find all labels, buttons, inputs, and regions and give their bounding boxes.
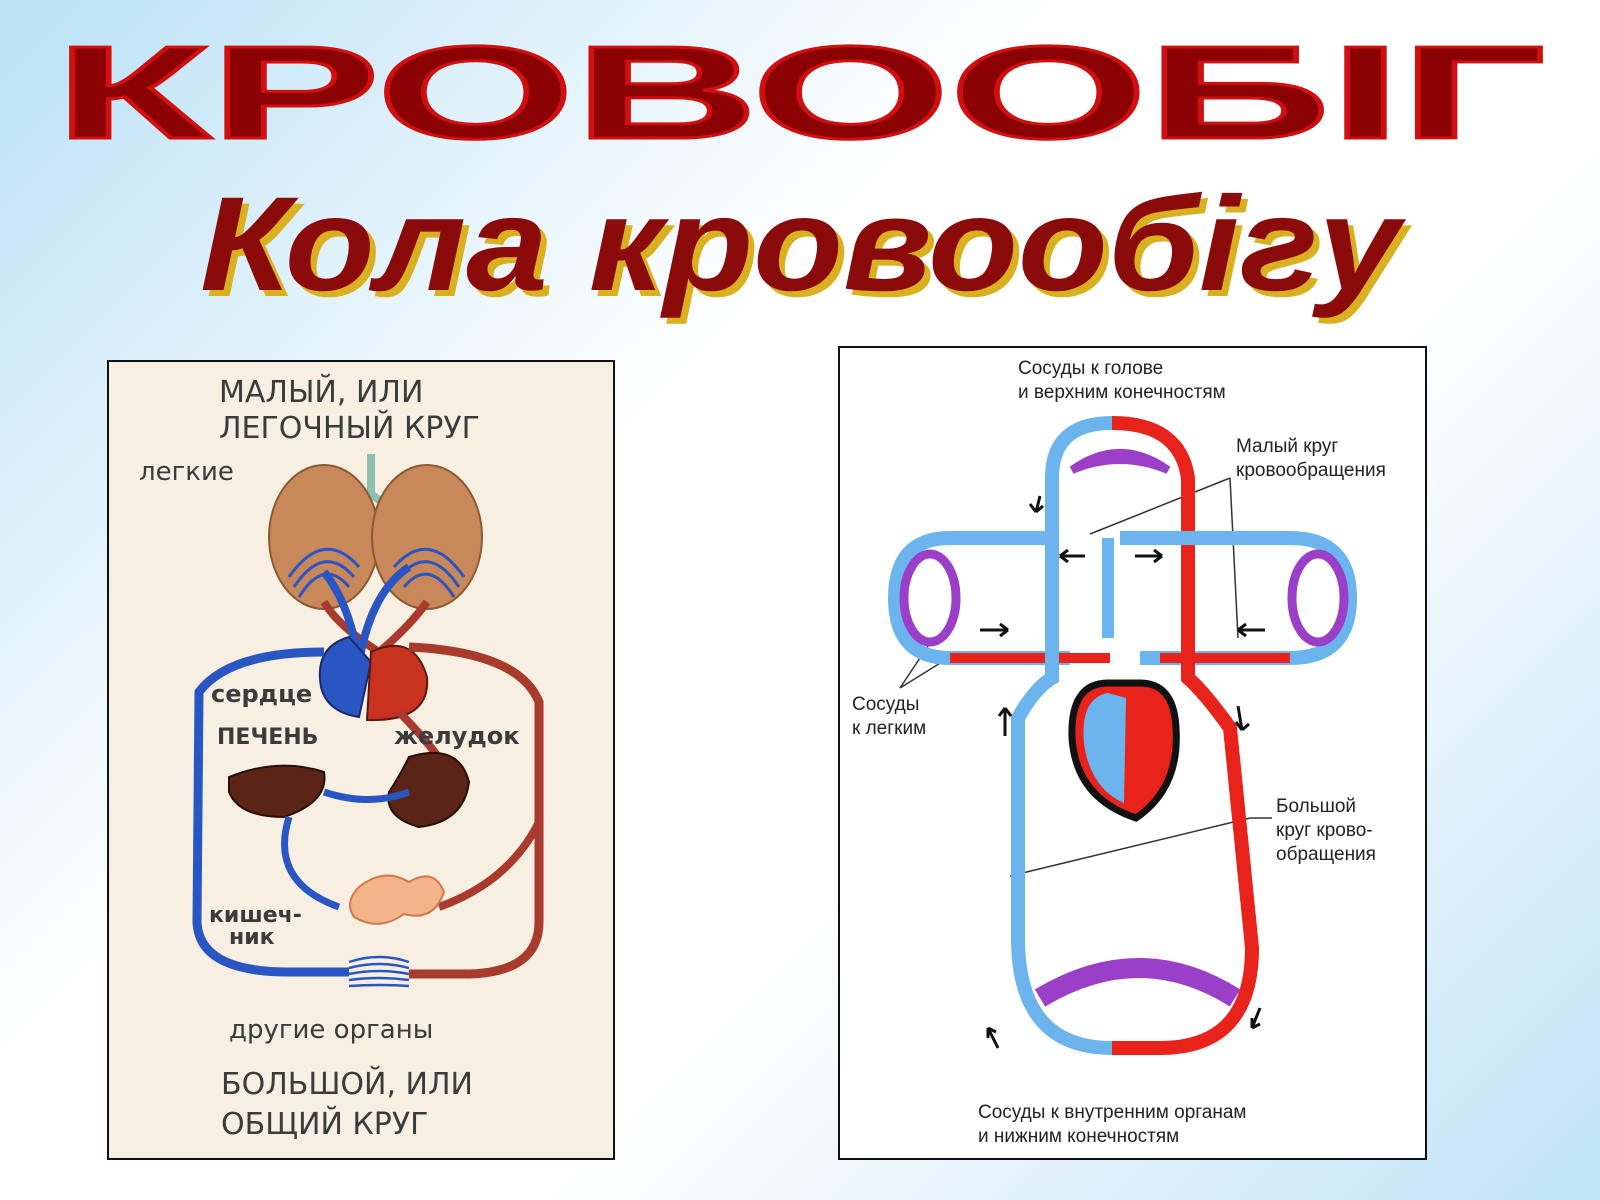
systemic-vein-descending xyxy=(1011,588,1113,1055)
stomach-label: желудок xyxy=(394,722,520,750)
small-circle-line1: Малый круг xyxy=(1236,436,1338,457)
slide-subtitle-shadow: Кола кровообігу xyxy=(206,176,1413,325)
left-diagram-svg: МАЛЫЙ, ИЛИ ЛЕГОЧНЫЙ КРУГ легкие сердце П… xyxy=(139,374,544,1142)
arrow-icon-1 xyxy=(1028,495,1044,514)
bottom-vessels-line2: и нижним конечностям xyxy=(978,1126,1179,1147)
systemic-artery-loop xyxy=(408,642,544,979)
right-circulation-diagram: Сосуды к голове и верхним конечностям Ма… xyxy=(838,346,1427,1160)
head-loop-vein xyxy=(1045,416,1113,588)
arrow-icon-8 xyxy=(986,1026,1000,1049)
left-footer-line1: БОЛЬШОЙ, ИЛИ xyxy=(221,1066,473,1102)
arrow-icon-3 xyxy=(1237,622,1265,638)
head-vessels-line2: и верхним конечностям xyxy=(1018,382,1226,403)
right-diagram-svg: Сосуды к голове и верхним конечностям Ма… xyxy=(852,358,1386,1147)
big-circle-line2: круг крово- xyxy=(1276,820,1373,841)
heart-left-side xyxy=(365,644,429,722)
arrow-icon-2 xyxy=(980,622,1009,638)
heart-label: сердце xyxy=(211,680,312,708)
left-heading-line1: МАЛЫЙ, ИЛИ xyxy=(219,374,423,410)
arrow-icon-4 xyxy=(1059,548,1085,564)
bottom-vessels-line1: Сосуды к внутренним органам xyxy=(978,1102,1246,1123)
head-vessels-line1: Сосуды к голове xyxy=(1018,358,1163,379)
arrow-icon-6 xyxy=(997,707,1013,736)
lower-capillaries xyxy=(1034,958,1241,1007)
left-footer-line2: ОБЩИЙ КРУГ xyxy=(221,1106,428,1142)
other-organs-capillaries xyxy=(348,955,410,988)
big-circle-line3: обращения xyxy=(1276,844,1376,865)
slide-title-text: КРОВООБІГ xyxy=(55,30,1545,150)
left-lung-capillaries xyxy=(899,549,961,647)
arrow-icon-5 xyxy=(1135,548,1163,564)
leader-big-circle xyxy=(1009,817,1272,877)
arrow-icon-9 xyxy=(1250,1007,1262,1030)
liver-label: ПЕЧЕНЬ xyxy=(217,725,318,750)
intestine-label-line2: ник xyxy=(229,925,275,950)
heart-right-side xyxy=(318,635,373,719)
lung-vessels-line2: к легким xyxy=(852,718,926,739)
arrow-icon-7 xyxy=(1234,705,1250,732)
intestine-label-line1: кишеч- xyxy=(209,903,302,928)
head-capillaries xyxy=(1069,449,1171,474)
pulmonary-vein-left xyxy=(320,599,382,656)
artery-to-intestine xyxy=(437,820,543,911)
left-pulmonary-loop xyxy=(887,531,1070,665)
stomach xyxy=(387,751,471,829)
liver xyxy=(228,764,326,819)
slide-subtitle: Кола кровообігу Кола кровообігу xyxy=(200,175,1413,325)
head-loop-artery xyxy=(1111,416,1195,588)
leader-small-circle xyxy=(1089,477,1239,639)
left-heading-line2: ЛЕГОЧНЫЙ КРУГ xyxy=(219,410,480,446)
portal-vein xyxy=(281,788,411,911)
slide-subtitle-text: Кола кровообігу xyxy=(200,175,1407,319)
systemic-vein-loop xyxy=(192,647,349,977)
right-pulmonary-loop xyxy=(1120,531,1358,665)
left-lung xyxy=(268,464,380,610)
left-circulation-diagram: МАЛЫЙ, ИЛИ ЛЕГОЧНЫЙ КРУГ легкие сердце П… xyxy=(107,360,615,1160)
big-circle-line1: Большой xyxy=(1276,796,1356,817)
small-circle-line2: кровообращения xyxy=(1236,460,1386,481)
heart-right-chambers xyxy=(1083,693,1126,803)
other-organs-label: другие органы xyxy=(229,1015,433,1045)
right-lung-capillaries xyxy=(1287,549,1349,647)
lung-vessels-line1: Сосуды xyxy=(852,694,919,715)
lungs-label: легкие xyxy=(139,457,234,487)
slide-title: КРОВООБІГ xyxy=(54,30,1547,150)
systemic-artery-descending xyxy=(1112,588,1260,1055)
intestine xyxy=(349,874,446,925)
